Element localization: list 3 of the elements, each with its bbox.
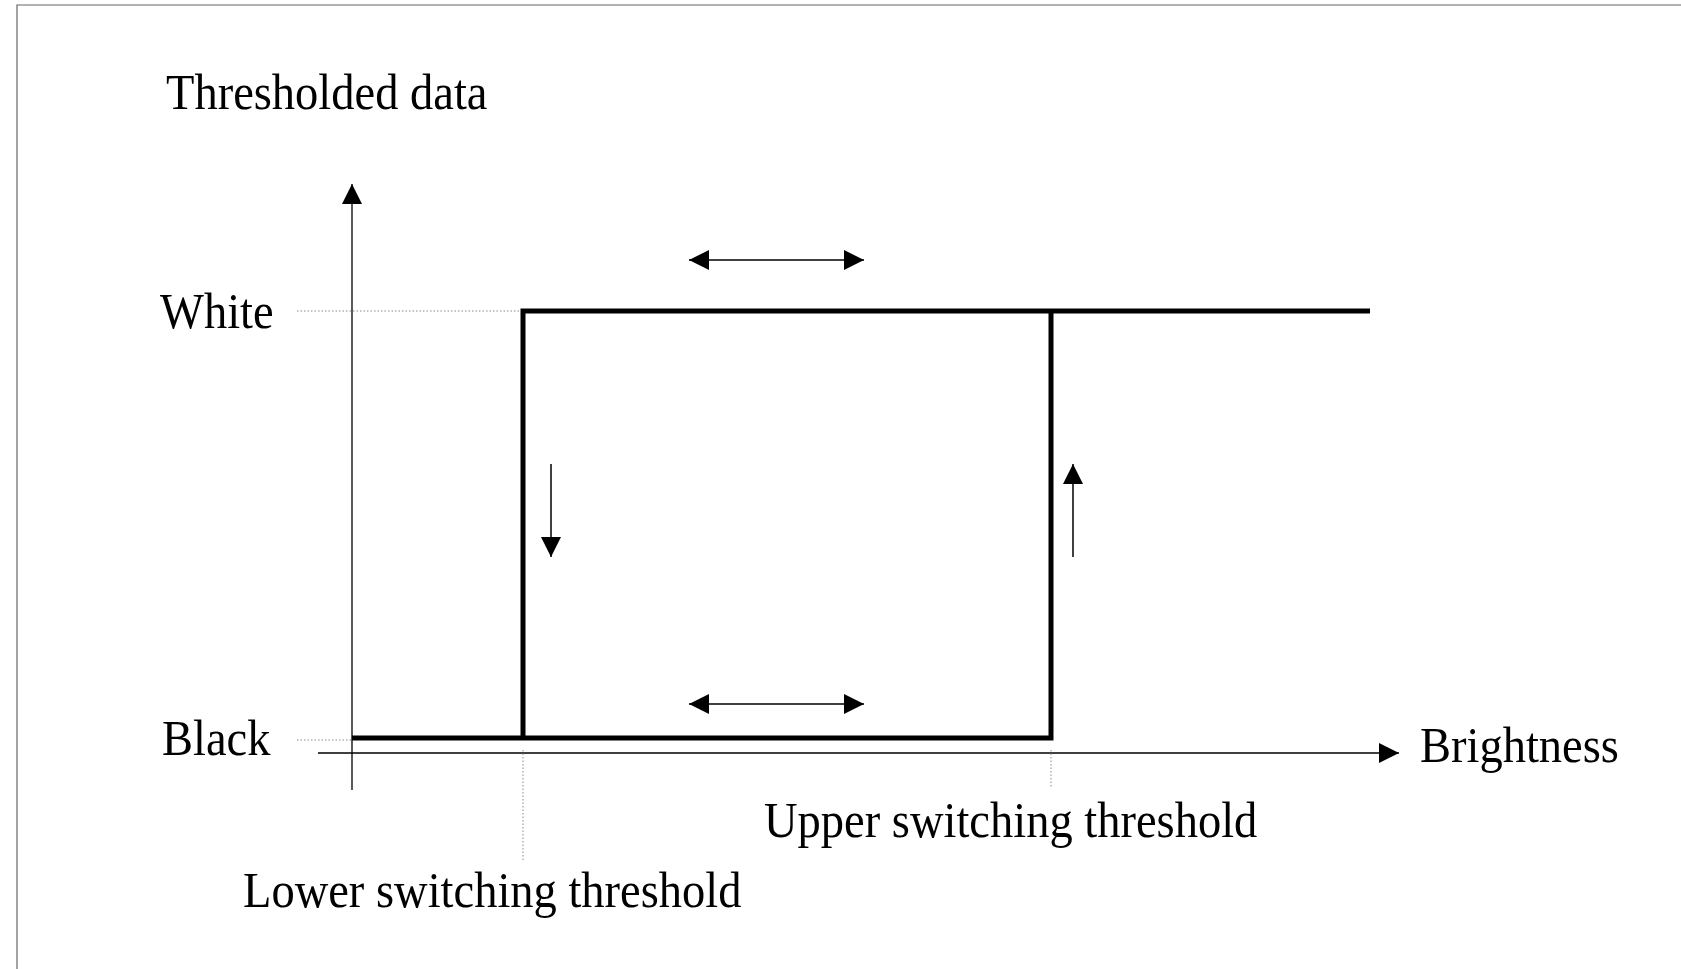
level-label: Black (162, 713, 271, 763)
level-label: White (160, 286, 274, 336)
axis-title: Thresholded data (166, 67, 488, 117)
